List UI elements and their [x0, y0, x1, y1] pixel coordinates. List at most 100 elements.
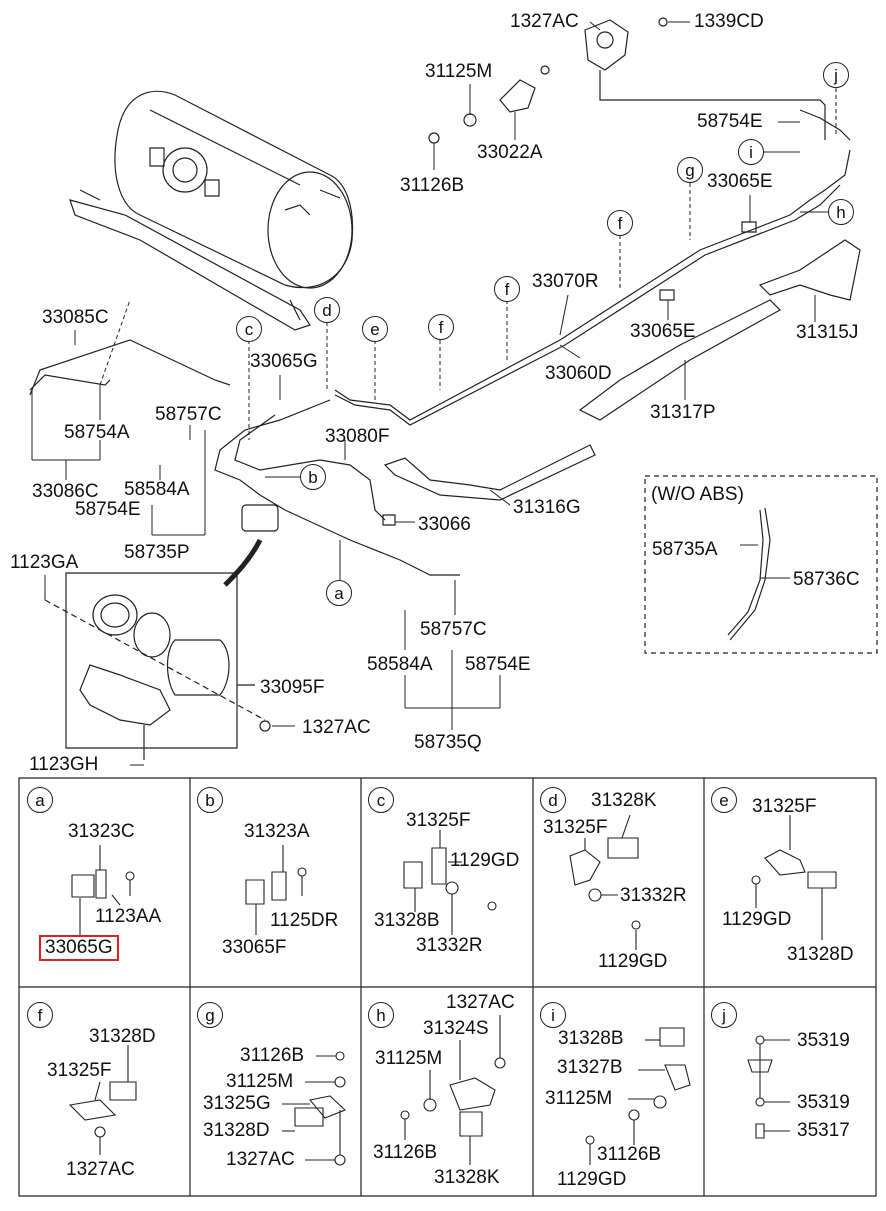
detail-part-label: 31328B: [558, 1028, 624, 1049]
part-label: 33022A: [477, 142, 543, 163]
detail-part-label: 31324S: [423, 1018, 489, 1039]
part-label: 1327AC: [510, 11, 579, 32]
leader-lines: [32, 22, 836, 765]
detail-part-label: 1129GD: [450, 850, 520, 871]
callout-f[interactable]: f: [607, 210, 633, 236]
inset-box: [66, 573, 237, 748]
detail-part-label: 1125DR: [270, 910, 339, 931]
part-label: 58757C: [155, 404, 222, 425]
woabs-title: (W/O ABS): [651, 484, 744, 505]
callout-j[interactable]: j: [823, 62, 849, 88]
part-label: 31315J: [796, 322, 859, 343]
detail-letter-e: e: [711, 787, 737, 813]
detail-part-label: 1327AC: [66, 1159, 135, 1180]
callout-b[interactable]: b: [300, 464, 326, 490]
detail-grid-lines: [19, 778, 876, 1196]
inset-parts-drawing: [45, 595, 270, 760]
detail-part-label: 35319: [797, 1030, 850, 1051]
part-label: 58754E: [697, 111, 763, 132]
part-label: 58757C: [420, 619, 487, 640]
part-label: 58584A: [124, 479, 190, 500]
callout-i[interactable]: i: [738, 139, 764, 165]
detail-part-label: 1129GD: [598, 951, 668, 972]
part-label: 58735A: [652, 539, 718, 560]
detail-letter-j: j: [711, 1002, 737, 1028]
callout-f[interactable]: f: [428, 314, 454, 340]
highlighted-part-label[interactable]: 33065G: [39, 935, 119, 961]
detail-letter-g: g: [197, 1002, 223, 1028]
part-label: 33080F: [325, 426, 390, 447]
detail-part-label: 31125M: [545, 1088, 613, 1109]
detail-letter-b: b: [197, 787, 223, 813]
detail-letter-a: a: [27, 787, 53, 813]
detail-part-label: 31328K: [434, 1167, 500, 1188]
detail-part-label: 31325F: [406, 810, 471, 831]
part-label: 1327AC: [302, 717, 371, 738]
detail-part-label: 1327AC: [446, 992, 515, 1013]
detail-part-label: 31323A: [244, 821, 310, 842]
part-label: 1123GA: [10, 552, 79, 573]
part-label: 33070R: [532, 271, 599, 292]
part-label: 33086C: [32, 481, 99, 502]
part-label: 33095F: [260, 677, 325, 698]
callout-g[interactable]: g: [677, 157, 703, 183]
callout-a[interactable]: a: [326, 580, 352, 606]
detail-part-label: 31332R: [620, 885, 687, 906]
detail-part-label: 35319: [797, 1092, 850, 1113]
fuel-tank-drawing: [70, 91, 353, 330]
part-label: 33065E: [630, 321, 696, 342]
detail-part-label: 35317: [797, 1120, 850, 1141]
part-label: 31126B: [400, 175, 465, 196]
part-label: 33066: [418, 514, 471, 535]
brackets-drawing: [385, 240, 860, 500]
fuel-lines-drawing: [30, 150, 850, 575]
detail-letter-f: f: [27, 1002, 53, 1028]
part-label: 33060D: [545, 363, 612, 384]
detail-part-label: 31126B: [597, 1144, 662, 1165]
detail-part-label: 1129GD: [557, 1169, 627, 1190]
part-label: 58754E: [75, 499, 141, 520]
detail-part-label: 31327B: [557, 1057, 623, 1078]
fuel-pump-drawing: [225, 505, 278, 585]
detail-part-label: 1129GD: [722, 909, 792, 930]
part-label: 33085C: [42, 307, 109, 328]
callout-c[interactable]: c: [236, 316, 262, 342]
valve-assembly-drawing: [429, 18, 850, 143]
detail-part-label: 31325G: [203, 1093, 271, 1114]
detail-part-label: 31325F: [47, 1060, 112, 1081]
callout-d[interactable]: d: [314, 297, 340, 323]
part-label: 58735Q: [414, 732, 482, 753]
detail-part-label: 1327AC: [226, 1149, 295, 1170]
detail-part-label: 31328B: [374, 910, 440, 931]
detail-part-label: 31125M: [375, 1048, 443, 1069]
callout-f[interactable]: f: [494, 276, 520, 302]
part-label: 58736C: [793, 569, 860, 590]
detail-letter-c: c: [368, 787, 394, 813]
part-label: 33065E: [707, 171, 773, 192]
part-label: 1339CD: [694, 11, 764, 32]
detail-letter-d: d: [540, 787, 566, 813]
detail-part-label: 31325F: [543, 817, 608, 838]
detail-part-label: 31325F: [752, 796, 817, 817]
part-label: 58584A: [367, 654, 433, 675]
detail-letter-h: h: [368, 1002, 394, 1028]
detail-part-label: 31125M: [226, 1071, 294, 1092]
part-label: 33065G: [250, 351, 318, 372]
detail-part-label: 31323C: [68, 821, 135, 842]
woabs-pipe-drawing: [730, 508, 770, 640]
part-label: 58735P: [124, 542, 190, 563]
woabs-box: [645, 476, 877, 653]
detail-part-label: 33065F: [222, 937, 287, 958]
part-label: 58754A: [64, 422, 130, 443]
detail-part-label: 31328D: [787, 944, 854, 965]
detail-part-label: 31328D: [89, 1026, 156, 1047]
detail-part-label: 31332R: [416, 935, 483, 956]
part-label: 58754E: [465, 654, 531, 675]
part-label: 31125M: [425, 61, 493, 82]
callout-e[interactable]: e: [362, 316, 388, 342]
part-label: 31316G: [513, 497, 581, 518]
detail-part-label: 31328K: [591, 790, 657, 811]
callout-h[interactable]: h: [828, 199, 854, 225]
detail-part-label: 31126B: [240, 1045, 305, 1066]
